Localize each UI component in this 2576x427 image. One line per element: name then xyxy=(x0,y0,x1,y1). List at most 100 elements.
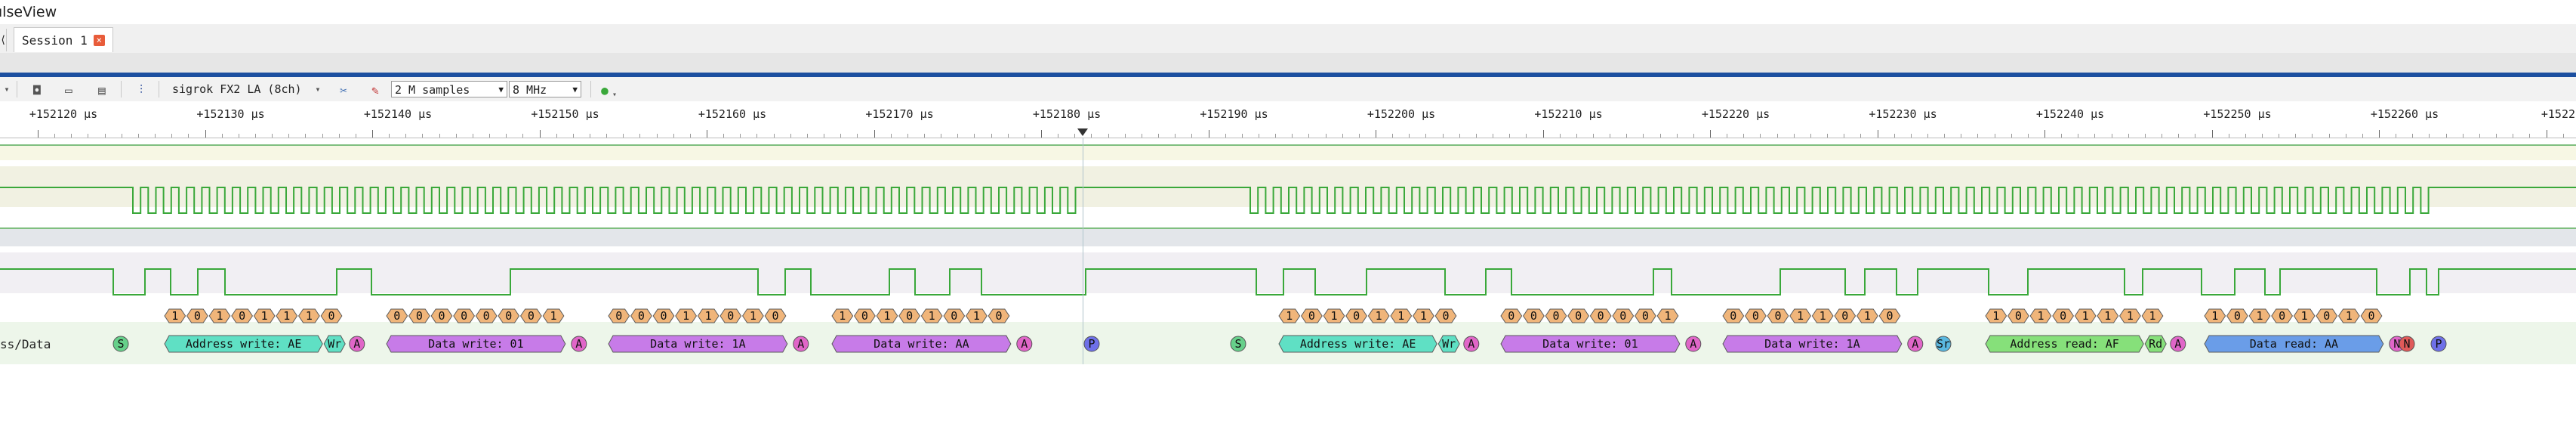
cursor-marker-icon[interactable] xyxy=(1077,128,1088,136)
sda-waveform xyxy=(0,268,2576,295)
time-ruler[interactable]: +152120 μs+152130 μs+152140 μs+152150 μs… xyxy=(0,101,2576,138)
ruler-minor-tick xyxy=(623,134,624,138)
cursor-toggle-icon[interactable]: ⫶ xyxy=(139,82,143,97)
bit-value: 1 xyxy=(261,309,268,323)
bit-value: 0 xyxy=(1508,309,1514,323)
ruler-minor-tick xyxy=(957,134,959,138)
ruler-minor-tick xyxy=(389,134,390,138)
bit-cell xyxy=(1634,308,1656,323)
ruler-minor-tick xyxy=(2445,134,2447,138)
ruler-tick-label: +152160 μs xyxy=(698,107,767,121)
bit-value: 0 xyxy=(1552,309,1559,323)
ruler-tick-label: +152250 μs xyxy=(2203,107,2272,121)
ack-marker-text: A xyxy=(1912,337,1918,351)
bit-value: 0 xyxy=(615,309,622,323)
bit-cell xyxy=(1767,308,1789,323)
lane-bg-0 xyxy=(0,145,2576,160)
ruler-minor-tick xyxy=(857,134,858,138)
bit-cell xyxy=(519,308,542,323)
ruler-tick xyxy=(205,130,206,138)
annotation-label: Data read: AA xyxy=(2250,337,2338,351)
probe-icon[interactable]: ✎ xyxy=(371,82,379,97)
device-selector[interactable]: sigrok FX2 LA (8ch) xyxy=(172,82,302,96)
ruler-minor-tick xyxy=(1743,134,1745,138)
ruler-minor-tick xyxy=(2496,134,2497,138)
ruler-minor-tick xyxy=(740,134,741,138)
bit-cell xyxy=(1390,308,1413,323)
bit-cell xyxy=(2118,308,2141,323)
sample-count-select[interactable]: 2 M samples ▼ xyxy=(391,81,507,97)
stop-marker-text: P xyxy=(1088,337,1095,351)
bit-cell xyxy=(542,308,565,323)
ack-marker xyxy=(1016,336,1033,352)
start-marker-text: S xyxy=(1234,337,1241,351)
ruler-minor-tick xyxy=(1893,134,1895,138)
run-dropdown-icon[interactable]: ▾ xyxy=(612,90,618,99)
bit-value: 0 xyxy=(2060,309,2066,323)
ruler-minor-tick xyxy=(2144,134,2146,138)
ruler-minor-tick xyxy=(2027,134,2029,138)
ruler-minor-tick xyxy=(1241,134,1243,138)
ruler-minor-tick xyxy=(773,134,775,138)
bit-cell xyxy=(2074,308,2097,323)
device-dropdown-icon[interactable]: ▾ xyxy=(315,84,321,94)
ruler-minor-tick xyxy=(2128,134,2129,138)
bit-value: 0 xyxy=(393,309,400,323)
ruler-minor-tick xyxy=(522,134,524,138)
chevron-down-icon: ▼ xyxy=(498,85,504,94)
bit-cell xyxy=(320,308,343,323)
rw-bit-label: Wr xyxy=(1442,337,1456,351)
lane-bg-2 xyxy=(0,228,2576,246)
save-icon[interactable]: ▭ xyxy=(65,82,72,97)
stop-marker xyxy=(2430,336,2447,352)
bit-value: 0 xyxy=(483,309,490,323)
bit-value: 0 xyxy=(1642,309,1649,323)
bit-value: 1 xyxy=(2211,309,2218,323)
bit-value: 0 xyxy=(194,309,201,323)
ack-marker xyxy=(793,336,809,352)
ruler-minor-tick xyxy=(322,134,323,138)
toolbar-separator xyxy=(121,81,122,97)
ruler-minor-tick xyxy=(1977,134,1979,138)
bit-cell xyxy=(2141,308,2164,323)
bit-cell xyxy=(276,308,298,323)
dropdown-arrow-icon[interactable]: ▾ xyxy=(4,84,10,94)
title-bar: PulseView xyxy=(0,0,2576,24)
ack-marker xyxy=(2170,336,2186,352)
export-icon[interactable]: ▤ xyxy=(98,82,106,97)
rw-bit-label: Rd xyxy=(2149,337,2162,351)
bit-cell xyxy=(2029,308,2052,323)
annotation-dataw xyxy=(1500,335,1681,353)
ruler-minor-tick xyxy=(974,134,975,138)
ack-marker xyxy=(349,336,365,352)
ruler-minor-tick xyxy=(2462,134,2464,138)
ruler-tick xyxy=(38,130,39,138)
ruler-minor-tick xyxy=(1559,134,1561,138)
bit-cell xyxy=(1345,308,1368,323)
run-icon[interactable]: ● xyxy=(601,82,609,97)
ruler-minor-tick xyxy=(2479,134,2480,138)
bit-cell xyxy=(1722,308,1745,323)
ruler-minor-tick xyxy=(1827,134,1829,138)
ruler-minor-tick xyxy=(723,134,725,138)
annotation-dataw xyxy=(386,335,566,353)
ack-marker-text: A xyxy=(353,337,360,351)
annotation-label: Data write: 01 xyxy=(1542,337,1638,351)
tab-session-1[interactable]: Session 1 × xyxy=(14,27,113,52)
ruler-minor-tick xyxy=(1275,134,1277,138)
sda-trace xyxy=(0,268,2576,295)
ruler-minor-tick xyxy=(1509,134,1511,138)
decoder-row-label: ss/Data xyxy=(0,337,51,351)
bit-value: 1 xyxy=(216,309,223,323)
bit-cell xyxy=(943,308,966,323)
bit-cell xyxy=(1367,308,1390,323)
configure-icon[interactable]: ✂ xyxy=(340,82,347,97)
close-icon[interactable]: × xyxy=(93,34,105,46)
tab-scroll-icon[interactable]: ⟨ xyxy=(0,29,7,51)
samplerate-select[interactable]: 8 MHz ▼ xyxy=(509,81,581,97)
ruler-minor-tick xyxy=(1626,134,1628,138)
ruler-minor-tick xyxy=(1225,134,1226,138)
ruler-minor-tick xyxy=(1459,134,1460,138)
camera-icon[interactable]: ◘ xyxy=(33,82,41,97)
